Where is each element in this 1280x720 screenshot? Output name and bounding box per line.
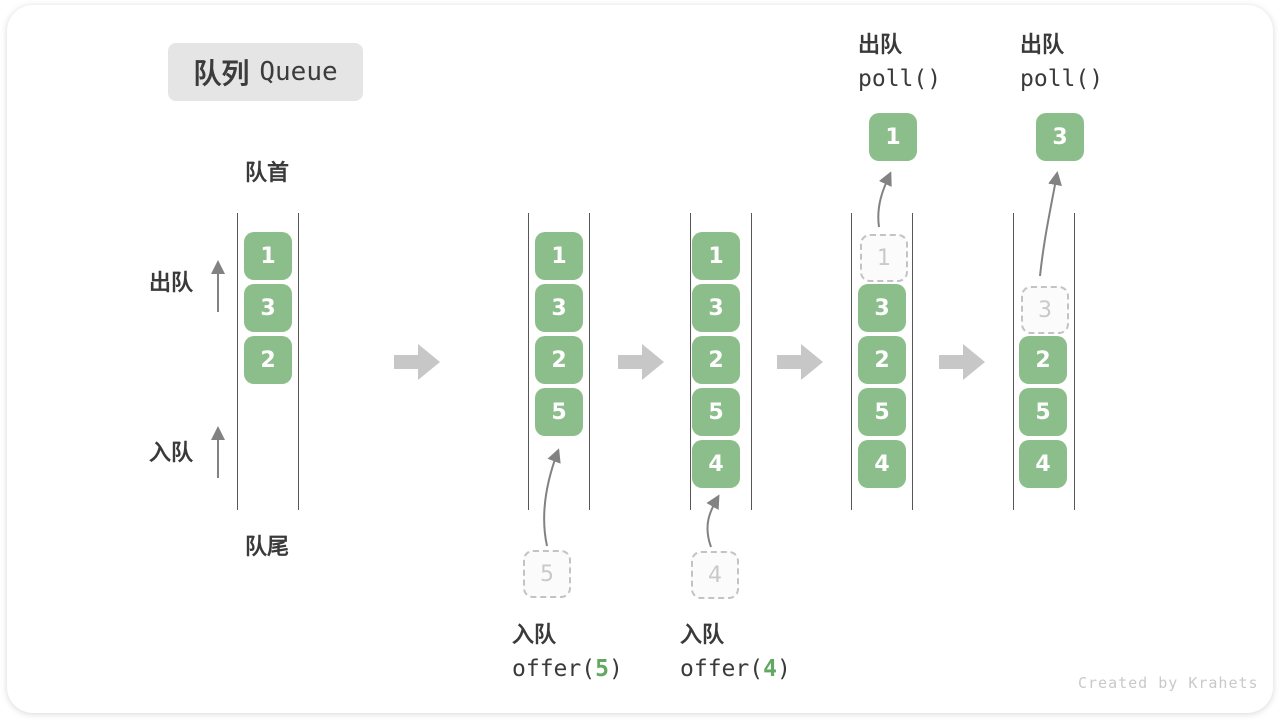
op-code: poll() bbox=[858, 66, 942, 92]
enqueue-op-offer4: 入队 offer(4) bbox=[680, 618, 791, 686]
queue-box: 1 bbox=[535, 232, 583, 280]
queue-box: 2 bbox=[1019, 336, 1067, 384]
queue-box: 1 bbox=[692, 232, 740, 280]
queue-box: 5 bbox=[535, 388, 583, 436]
queue-box: 3 bbox=[244, 284, 292, 332]
ghost-box: 3 bbox=[1021, 286, 1069, 334]
dequeue-op-poll-2: 出队 poll() bbox=[1020, 28, 1103, 96]
queue-column-5 bbox=[1013, 213, 1075, 510]
enqueue-label: 入队 bbox=[149, 440, 194, 465]
title-zh: 队列 bbox=[193, 58, 250, 89]
pending-box: 4 bbox=[691, 551, 739, 599]
op-label-zh: 出队 bbox=[1020, 32, 1065, 57]
removed-box: 3 bbox=[1036, 113, 1084, 161]
op-code: poll() bbox=[1020, 66, 1104, 92]
op-arg: 4 bbox=[763, 656, 777, 682]
queue-box: 5 bbox=[858, 388, 906, 436]
enqueue-op-offer5: 入队 offer(5) bbox=[512, 618, 623, 686]
queue-box: 2 bbox=[858, 336, 906, 384]
queue-box: 4 bbox=[858, 440, 906, 488]
removed-box: 1 bbox=[869, 113, 917, 161]
dequeue-op-poll-1: 出队 poll() bbox=[858, 28, 941, 96]
queue-rear-label: 队尾 bbox=[244, 534, 290, 559]
op-code: offer(4) bbox=[680, 652, 791, 686]
op-label-zh: 出队 bbox=[858, 32, 903, 57]
queue-box: 4 bbox=[1019, 440, 1067, 488]
diagram-card bbox=[7, 5, 1273, 713]
watermark: Created by Krahets bbox=[1078, 674, 1259, 692]
queue-column-3 bbox=[690, 213, 752, 510]
queue-column-4 bbox=[851, 213, 913, 510]
op-code: offer(5) bbox=[512, 652, 623, 686]
queue-box: 3 bbox=[692, 284, 740, 332]
op-fn: offer( bbox=[512, 656, 596, 682]
queue-column-1 bbox=[237, 213, 299, 510]
op-close: ) bbox=[776, 656, 791, 682]
op-label-zh: 入队 bbox=[512, 622, 557, 647]
queue-box: 3 bbox=[858, 284, 906, 332]
queue-column-2 bbox=[528, 213, 590, 510]
queue-box: 4 bbox=[692, 440, 740, 488]
queue-box: 2 bbox=[244, 336, 292, 384]
pending-box: 5 bbox=[523, 550, 571, 598]
queue-box: 5 bbox=[692, 388, 740, 436]
queue-box: 2 bbox=[692, 336, 740, 384]
op-fn: offer( bbox=[680, 656, 764, 682]
op-close: ) bbox=[608, 656, 623, 682]
queue-box: 3 bbox=[535, 284, 583, 332]
title-badge: 队列 Queue bbox=[168, 43, 363, 101]
queue-box: 1 bbox=[244, 232, 292, 280]
title-en: Queue bbox=[259, 57, 338, 87]
op-label-zh: 入队 bbox=[680, 622, 725, 647]
queue-box: 2 bbox=[535, 336, 583, 384]
ghost-box: 1 bbox=[860, 234, 908, 282]
queue-box: 5 bbox=[1019, 388, 1067, 436]
op-arg: 5 bbox=[595, 656, 609, 682]
queue-front-label: 队首 bbox=[244, 160, 290, 185]
dequeue-label: 出队 bbox=[149, 270, 194, 295]
